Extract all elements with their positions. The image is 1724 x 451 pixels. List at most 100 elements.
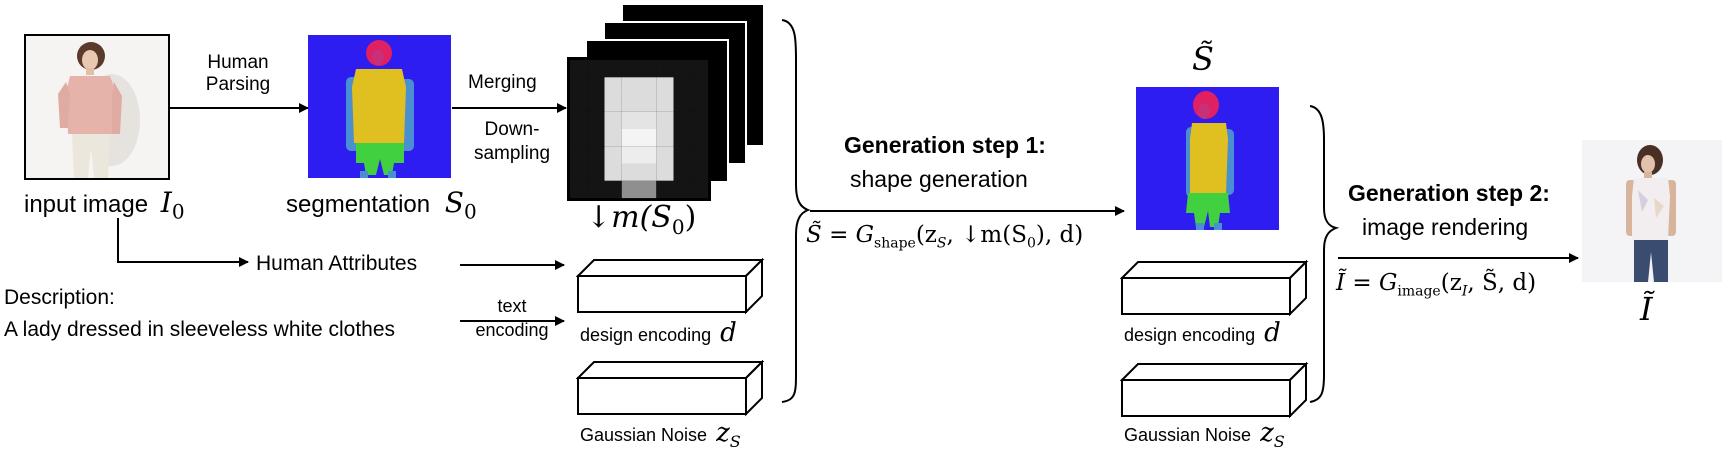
mask-cell	[621, 60, 640, 78]
brace-step1	[781, 19, 811, 403]
mask-cell	[639, 60, 657, 78]
human-attributes-label: Human Attributes	[256, 252, 418, 275]
mask-cell	[604, 94, 622, 112]
mask-cell	[604, 60, 622, 78]
description-text: A lady dressed in sleeveless white cloth…	[4, 318, 396, 341]
design-encoding-label-left: design encoding d	[580, 318, 737, 348]
mask-cell	[570, 77, 588, 95]
mask-cell	[604, 77, 622, 95]
mask-cell	[587, 94, 605, 112]
mask-cell	[673, 94, 691, 112]
mask-cell	[673, 129, 691, 147]
mask-cell	[656, 111, 674, 130]
noise-caption-right: Gaussian Noise	[1124, 425, 1252, 445]
mask-cell	[656, 94, 674, 112]
input-image	[24, 34, 170, 180]
generated-shape-symbol: S̃	[1192, 40, 1214, 78]
mask-cell	[570, 111, 588, 130]
mask-cell	[656, 60, 674, 78]
mask-cell	[690, 146, 709, 164]
mask-cell	[656, 180, 674, 199]
output-image-symbol: Ĩ	[1640, 290, 1653, 328]
mask-cell	[639, 111, 657, 130]
mask-cell	[587, 129, 605, 147]
mask-cell	[656, 77, 674, 95]
mask-cell	[570, 94, 588, 112]
noise-caption-left: Gaussian Noise	[580, 425, 708, 445]
mask-cell	[604, 146, 622, 164]
mask-cell	[604, 129, 622, 147]
input-image-symbol: I0	[160, 186, 185, 224]
generated-segmentation-map	[1136, 87, 1279, 230]
mask-cell	[639, 163, 657, 181]
mask-cell	[570, 129, 588, 147]
design-encoding-block-left	[576, 258, 765, 315]
design-encoding-caption-left: design encoding	[580, 325, 712, 345]
mask-cell	[639, 146, 657, 164]
mask-cell	[673, 77, 691, 95]
mask-cell	[621, 163, 640, 181]
mask-cell	[587, 77, 605, 95]
text-encoding-line1: text	[497, 296, 527, 316]
output-image	[1582, 140, 1722, 282]
mask-cell	[656, 129, 674, 147]
step1-subtitle: shape generation	[850, 166, 1028, 192]
segmentation-symbol: S0	[444, 186, 477, 224]
description-heading: Description:	[4, 286, 115, 309]
downsampled-map-end: )	[684, 200, 697, 235]
mask-cell	[690, 77, 709, 95]
mask-cell	[570, 60, 588, 78]
mask-cell	[673, 111, 691, 130]
text-encoding-label: text encoding	[466, 294, 558, 342]
mask-cell	[690, 60, 709, 78]
downsampled-map-sub: 0	[671, 215, 685, 239]
segmentation-map	[308, 35, 451, 178]
mask-cell	[639, 94, 657, 112]
mask-cell	[639, 77, 657, 95]
segmentation-label: segmentation S0	[286, 186, 477, 224]
downsampling-line2: sampling	[473, 143, 551, 164]
mask-cell	[587, 180, 605, 199]
seg-pants	[356, 143, 404, 175]
seg-top	[352, 69, 406, 143]
design-encoding-label-right: design encoding d	[1124, 318, 1281, 348]
mask-cell	[690, 163, 709, 181]
mask-cell	[656, 163, 674, 181]
downsampling-label: Down- sampling	[472, 118, 552, 166]
noise-block-right	[1120, 362, 1309, 419]
downsampled-map-label: ↓m(S0)	[586, 200, 696, 239]
mask-cell	[656, 146, 674, 164]
step2-equation: Ĩ = Gimage(zI, S̃, d)	[1336, 270, 1537, 300]
mask-cell	[673, 163, 691, 181]
input-image-label: input image I0	[24, 186, 185, 224]
mask-cell	[673, 146, 691, 164]
text-encoding-line2: encoding	[475, 320, 549, 340]
mask-cell	[570, 163, 588, 181]
design-encoding-caption-right: design encoding	[1124, 325, 1256, 345]
noise-symbol-right: zS	[1260, 418, 1285, 451]
mask-cell	[621, 146, 640, 164]
mask-cell	[690, 111, 709, 130]
mask-cell	[570, 180, 588, 199]
segmentation-caption: segmentation	[286, 191, 431, 218]
mask-cell	[690, 94, 709, 112]
mask-cell	[570, 146, 588, 164]
mask-cell	[621, 77, 640, 95]
design-encoding-symbol-left: d	[720, 318, 737, 348]
noise-block-left	[576, 360, 765, 417]
brace-step2	[1309, 105, 1340, 403]
mask-layer-1	[567, 57, 711, 201]
mask-stack	[567, 3, 765, 201]
human-parsing-line2: Parsing	[205, 74, 271, 95]
noise-label-right: Gaussian Noise zS	[1124, 418, 1285, 451]
mask-cell	[621, 129, 640, 147]
step2-title: Generation step 2:	[1348, 180, 1550, 206]
mask-cell	[604, 111, 622, 130]
noise-label-left: Gaussian Noise zS	[580, 418, 741, 451]
step2-subtitle: image rendering	[1362, 214, 1529, 240]
mask-cell	[621, 94, 640, 112]
mask-cell	[639, 129, 657, 147]
mask-cell	[604, 180, 622, 199]
merging-label: Merging	[468, 72, 537, 93]
